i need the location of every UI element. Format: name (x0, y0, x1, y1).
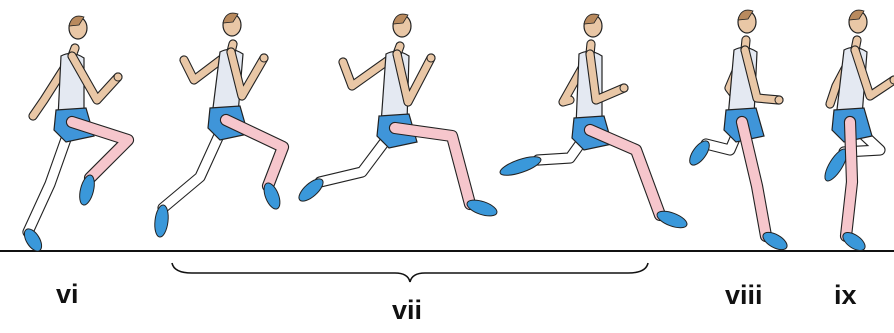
front-shoe (655, 208, 689, 231)
back-shoe (153, 204, 170, 237)
runner-icon (295, 14, 498, 219)
front-shoe (77, 174, 97, 207)
phase-label-viii: viii (725, 282, 763, 309)
front-leg (846, 122, 852, 236)
runner-figures (21, 10, 894, 254)
phase-label-ix: ix (834, 282, 857, 309)
back-shoe (295, 175, 326, 205)
hand (427, 54, 435, 62)
phase-label-vii: vii (392, 297, 422, 324)
runner-icon (498, 14, 689, 231)
front-shoe (465, 197, 499, 219)
back-shoe (686, 138, 713, 168)
back-shoe (498, 153, 543, 179)
hand (890, 76, 894, 84)
runner-icon (153, 13, 283, 238)
phase-label-vi: vi (56, 281, 79, 308)
hand (620, 84, 628, 92)
hand (114, 73, 122, 81)
runner-icon (21, 16, 128, 254)
hand (260, 54, 268, 62)
runner-icon (821, 10, 894, 254)
hand (775, 96, 783, 104)
phase-vii-brace (172, 263, 648, 282)
front-leg (742, 122, 766, 236)
runner-icon (686, 10, 790, 253)
